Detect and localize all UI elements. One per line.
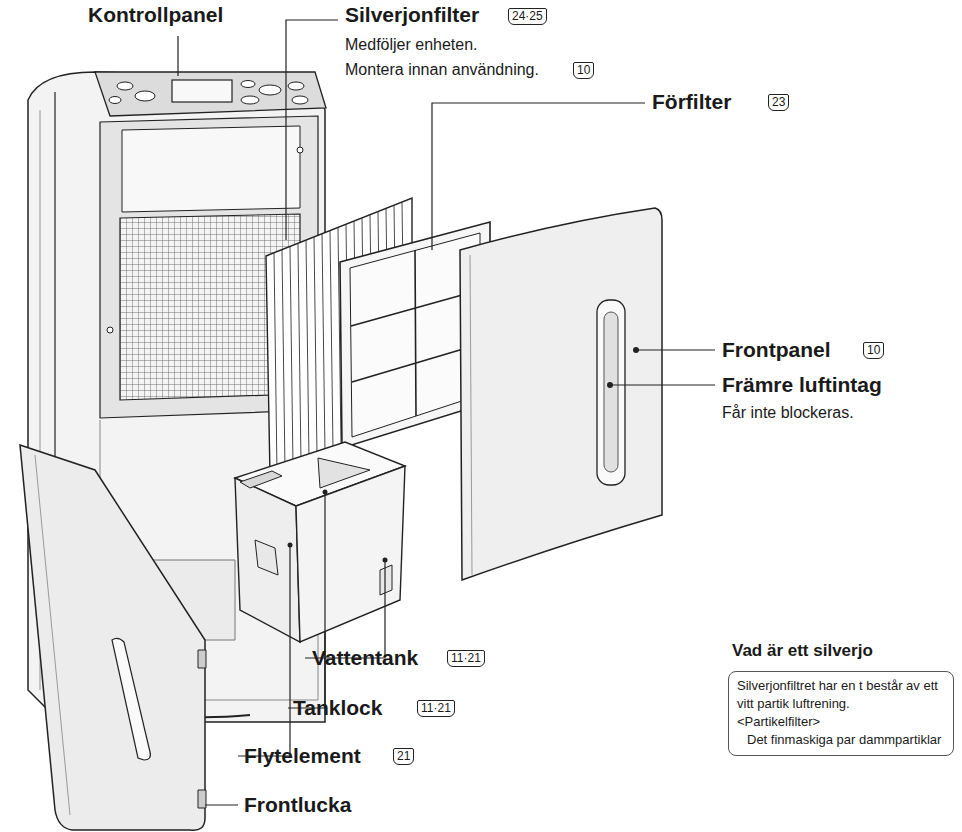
- box-text: <Partikelfilter>: [737, 713, 945, 731]
- callout-number: 10: [863, 342, 884, 359]
- part-name: Främre luftintag: [722, 373, 882, 397]
- callout-number: 10: [573, 62, 594, 79]
- box-frame: Silverjonfiltret har en t består av ett …: [728, 671, 954, 756]
- callout-number: 24·25: [508, 8, 547, 25]
- callout-number: 11·21: [447, 650, 485, 667]
- part-name: Kontrollpanel: [88, 3, 223, 27]
- part-name: Silverjonfilter: [345, 3, 479, 27]
- box-heading: Vad är ett silverjo: [732, 641, 954, 661]
- note-text: Får inte blockeras.: [722, 404, 854, 422]
- part-name: Frontpanel: [722, 338, 831, 362]
- part-name: Flytelement: [244, 744, 361, 768]
- note-text: Medföljer enheten.: [345, 36, 478, 54]
- callout-number: 11·21: [417, 700, 455, 717]
- part-name: Tanklock: [293, 696, 382, 720]
- note-text: Montera innan användning.: [345, 61, 539, 79]
- callout-number: 21: [393, 748, 414, 765]
- part-name: Vattentank: [312, 646, 418, 670]
- callout-number: 23: [768, 94, 789, 111]
- box-text: Silverjonfiltret har en t består av ett …: [737, 677, 945, 713]
- part-name: Förfilter: [652, 90, 731, 114]
- info-box: Vad är ett silverjoSilverjonfiltret har …: [728, 641, 954, 756]
- box-text: Det finmaskiga par dammpartiklar: [747, 731, 945, 749]
- part-name: Frontlucka: [244, 793, 351, 817]
